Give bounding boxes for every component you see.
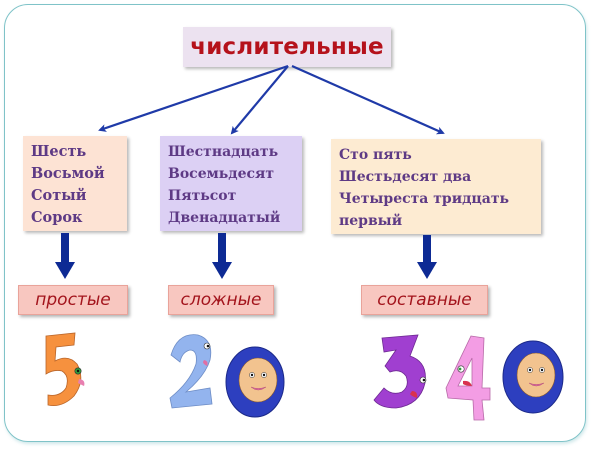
example-item: Четыреста тридцать xyxy=(339,191,510,207)
category-label-compound: составные xyxy=(361,285,488,315)
examples-box-simple: Шесть Восьмой Сотый Сорок xyxy=(23,136,127,231)
example-item: Сотый xyxy=(31,187,87,204)
category-text: сложные xyxy=(180,290,262,310)
example-item: Сто пять xyxy=(339,147,412,163)
category-label-simple: простые xyxy=(18,285,128,315)
example-item: Шестнадцать xyxy=(168,144,279,160)
category-text: простые xyxy=(35,290,111,310)
example-item: Двенадцатый xyxy=(168,210,281,226)
category-label-complex: сложные xyxy=(168,285,274,315)
example-item: Пятьсот xyxy=(168,188,237,204)
example-item: первый xyxy=(339,213,403,229)
example-item: Восемьдесят xyxy=(168,166,275,182)
category-text: составные xyxy=(377,290,472,310)
example-item: Сорок xyxy=(31,209,83,226)
example-item: Шестьдесят два xyxy=(339,169,472,185)
title-box: числительные xyxy=(183,27,391,67)
diagram-frame xyxy=(4,4,586,442)
example-item: Шесть xyxy=(31,143,87,160)
diagram-title: числительные xyxy=(190,34,384,60)
examples-box-complex: Шестнадцать Восемьдесят Пятьсот Двенадца… xyxy=(160,136,302,231)
examples-box-compound: Сто пять Шестьдесят два Четыреста тридца… xyxy=(331,139,541,234)
example-item: Восьмой xyxy=(31,165,105,182)
